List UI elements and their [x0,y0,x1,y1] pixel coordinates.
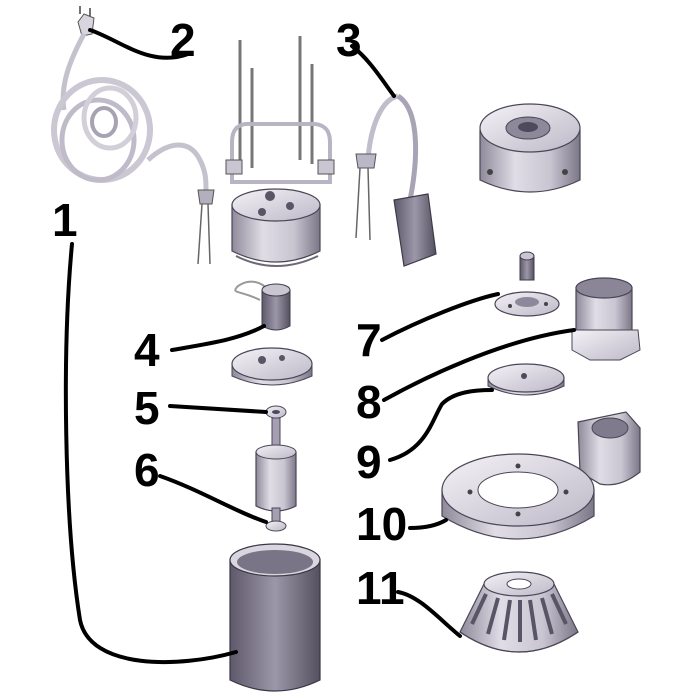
float-switch-part [355,93,437,267]
part-label-5: 5 [134,382,160,434]
strainer-base-part [459,571,579,653]
capacitor-part [234,280,291,331]
leader-line-5 [168,404,268,414]
leader-line-9 [388,388,494,462]
part-label-2: 2 [170,14,196,66]
leader-line-2 [88,28,190,60]
part-label-11: 11 [356,562,405,614]
leader-line-11 [396,590,462,638]
part-label-6: 6 [134,444,160,496]
part-label-10: 10 [356,498,407,550]
part-label-3: 3 [336,14,362,66]
impeller-part [487,363,565,396]
stator-shell-part [229,543,321,692]
leader-line-8 [382,328,576,402]
power-cord-part [51,6,215,265]
volute-casing-part [441,411,641,540]
leader-line-3 [350,44,396,98]
leader-line-10 [408,518,448,530]
part-label-1: 1 [52,194,78,246]
leader-line-6 [158,474,268,524]
mechanical-seal-part [494,251,560,317]
bearing-part [265,405,287,419]
part-label-9: 9 [356,436,382,488]
leader-line-7 [380,292,500,342]
leader-line-1 [63,242,238,665]
part-label-4: 4 [134,324,160,376]
upper-housing-part [479,103,581,193]
flange-tube-part [571,277,641,361]
leader-lines [63,28,576,665]
part-label-8: 8 [356,376,382,428]
rotor-part [255,417,297,532]
leader-line-4 [170,324,266,352]
motor-end-plate-part [231,347,313,386]
part-numbers: 2 3 1 4 5 6 7 8 9 10 11 [52,14,407,614]
motor-top-cover-part [225,36,335,267]
part-label-7: 7 [356,314,382,366]
